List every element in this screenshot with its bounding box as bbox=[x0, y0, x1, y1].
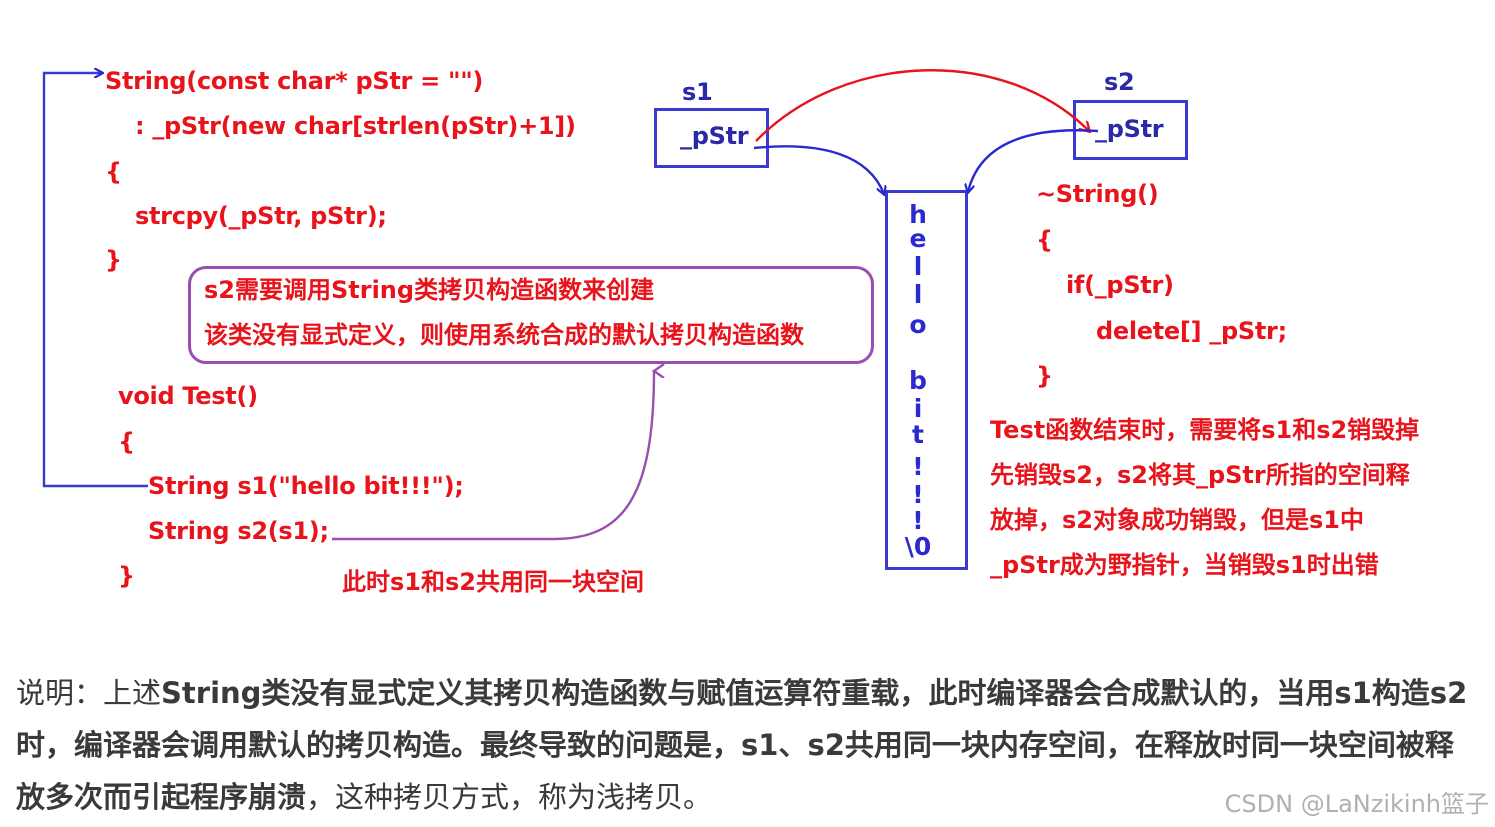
memory-char-t: t bbox=[912, 420, 924, 449]
memory-char-i: i bbox=[913, 394, 923, 423]
ctor-init-list: : _pStr(new char[strlen(pStr)+1]) bbox=[135, 112, 576, 140]
s2-label: s2 bbox=[1104, 68, 1135, 96]
memory-char-o: o bbox=[909, 310, 927, 339]
dtor-delete-line: delete[] _pStr; bbox=[1096, 317, 1287, 345]
s1-pstr-field: _pStr bbox=[680, 122, 749, 150]
ctor-open-brace: { bbox=[105, 158, 122, 186]
explanation-prefix: 说明：上述 bbox=[16, 676, 162, 710]
heap-memory-block bbox=[885, 190, 968, 570]
memory-char-excl-3: ! bbox=[912, 506, 924, 535]
destroy-note-line-4: _pStr成为野指针，当销毁s1时出错 bbox=[990, 551, 1379, 579]
copy-ctor-note-line-2: 该类没有显式定义，则使用系统合成的默认拷贝构造函数 bbox=[204, 321, 804, 349]
copy-ctor-note-arrow bbox=[332, 371, 654, 541]
s2-pointer-arrow bbox=[968, 129, 1099, 192]
test-close-brace: } bbox=[118, 562, 135, 590]
test-s2-line: String s2(s1); bbox=[148, 517, 329, 545]
ctor-call-arrow bbox=[42, 73, 148, 488]
memory-char-excl-2: ! bbox=[912, 480, 924, 509]
memory-char-b: b bbox=[909, 366, 927, 395]
test-signature: void Test() bbox=[118, 382, 258, 410]
memory-char-null: \0 bbox=[904, 532, 932, 561]
copy-ctor-note-box bbox=[188, 266, 874, 364]
explanation-paragraph: 说明：上述String类没有显式定义其拷贝构造函数与赋值运算符重载，此时编译器会… bbox=[16, 667, 1476, 823]
ctor-close-brace: } bbox=[105, 246, 122, 274]
copy-pointer-arrow bbox=[755, 69, 1089, 142]
dtor-open-brace: { bbox=[1036, 226, 1053, 254]
explanation-suffix: ，这种拷贝方式，称为浅拷贝。 bbox=[306, 780, 713, 814]
memory-char-excl-1: ! bbox=[912, 452, 924, 481]
share-space-note: 此时s1和s2共用同一块空间 bbox=[342, 568, 644, 596]
s2-pstr-field: _pStr bbox=[1095, 115, 1164, 143]
dtor-close-brace: } bbox=[1036, 362, 1053, 390]
ctor-signature: String(const char* pStr = "") bbox=[105, 67, 484, 95]
copy-ctor-note-line-1: s2需要调用String类拷贝构造函数来创建 bbox=[204, 276, 655, 304]
memory-char-l2: l bbox=[913, 280, 923, 309]
destroy-note-line-1: Test函数结束时，需要将s1和s2销毁掉 bbox=[990, 416, 1420, 444]
memory-char-l1: l bbox=[913, 252, 923, 281]
destroy-note-line-3: 放掉，s2对象成功销毁，但是s1中 bbox=[990, 506, 1364, 534]
memory-char-e: e bbox=[909, 224, 927, 253]
memory-char-h: h bbox=[909, 200, 927, 229]
test-open-brace: { bbox=[118, 428, 135, 456]
watermark: CSDN @LaNzikinh篮子 bbox=[1224, 790, 1489, 818]
diagram-arrows bbox=[42, 26, 1099, 541]
s1-object-box bbox=[654, 108, 769, 168]
ctor-strcpy: strcpy(_pStr, pStr); bbox=[135, 202, 387, 230]
s1-pointer-arrow bbox=[753, 145, 884, 194]
dtor-if-line: if(_pStr) bbox=[1066, 271, 1174, 299]
destroy-note-line-2: 先销毁s2，s2将其_pStr所指的空间释 bbox=[990, 461, 1410, 489]
dtor-signature: ~String() bbox=[1036, 180, 1159, 208]
test-s1-line: String s1("hello bit!!!"); bbox=[148, 472, 464, 500]
shallow-copy-diagram: String(const char* pStr = "") : _pStr(ne… bbox=[14, 26, 1472, 634]
s1-label: s1 bbox=[682, 78, 713, 106]
explanation-emphasis: String类没有显式定义其拷贝构造函数与赋值运算符重载，此时编译器会合成默认的… bbox=[16, 676, 1468, 814]
